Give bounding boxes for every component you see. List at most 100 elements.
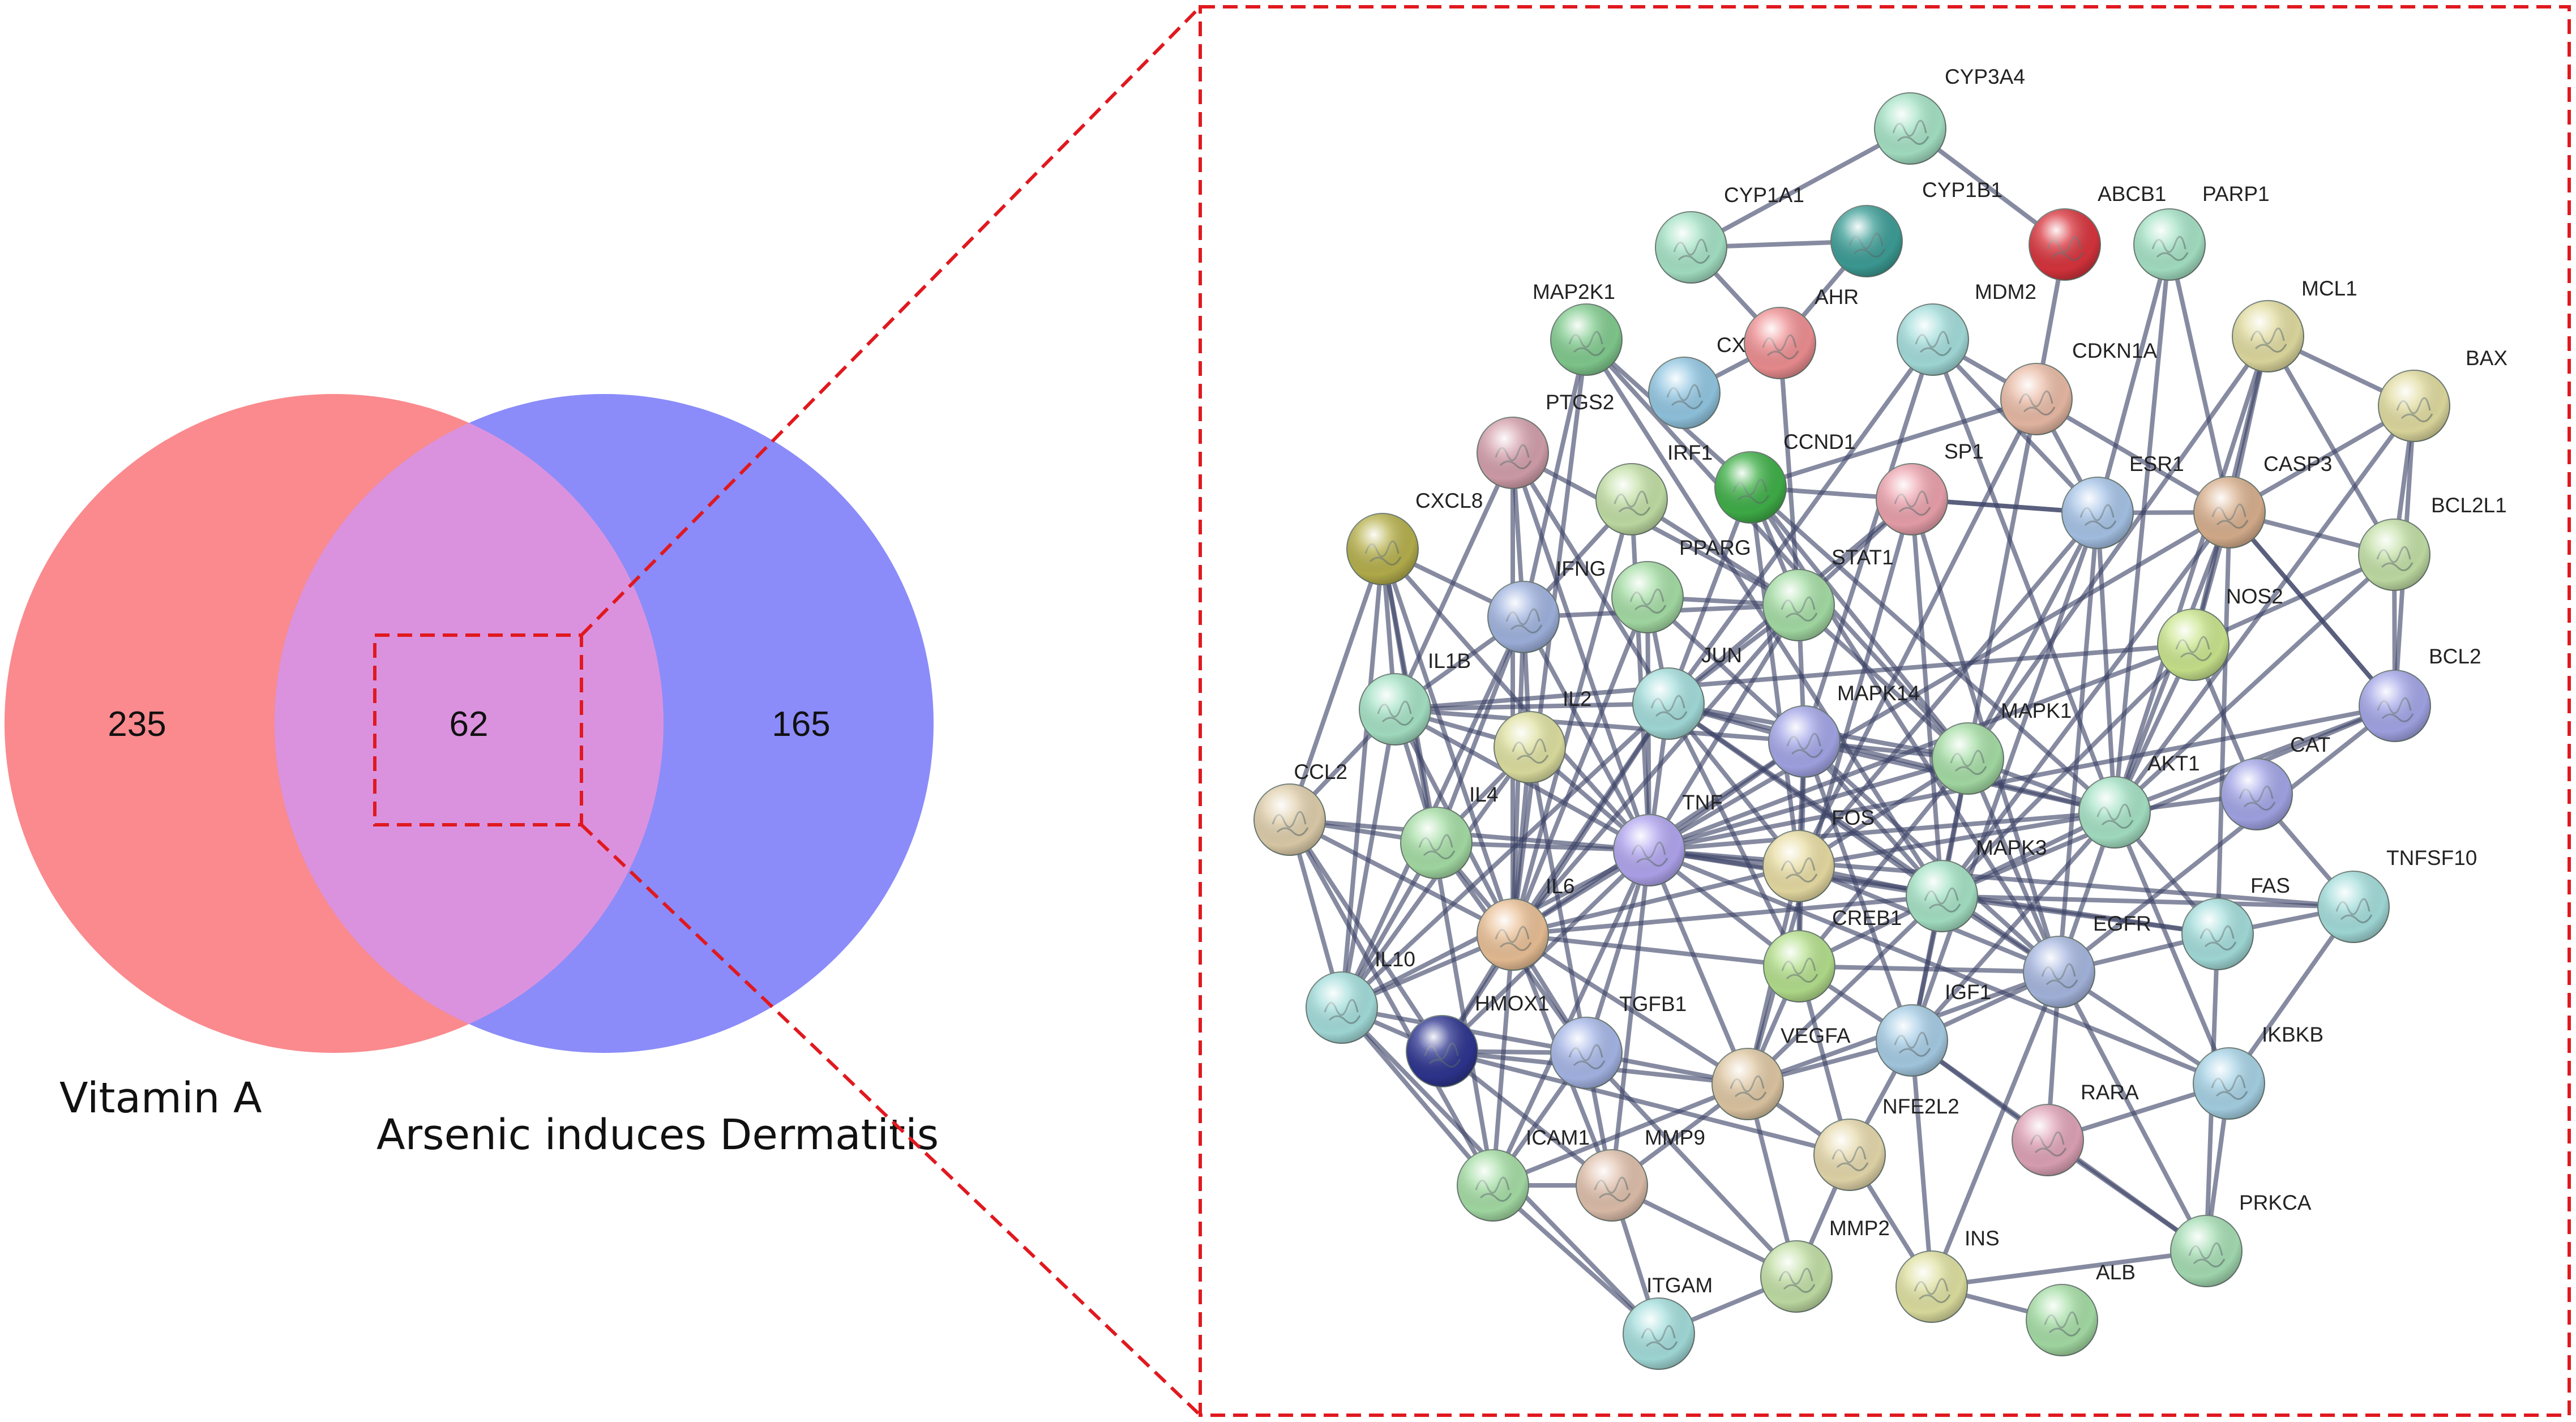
edge-il6-creb1 <box>1510 932 1802 969</box>
node-ifng[interactable]: IFNG <box>1487 557 1606 653</box>
node-il1b[interactable]: IL1B <box>1359 649 1471 746</box>
node-tnf[interactable]: TNF <box>1613 791 1723 886</box>
node-gloss <box>1764 931 1835 1002</box>
node-esr1[interactable]: ESR1 <box>2061 452 2184 549</box>
node-fas[interactable]: FAS <box>2181 874 2290 970</box>
edge-ccnd1-jun <box>1666 485 1753 706</box>
node-label: TNF <box>1682 791 1723 814</box>
node-stat1[interactable]: STAT1 <box>1762 546 1894 641</box>
node-creb1[interactable]: CREB1 <box>1763 906 1902 1003</box>
edge-ccnd1-akt1 <box>1748 485 2117 815</box>
edge-ccl2-hmox1 <box>1287 817 1444 1053</box>
node-il2[interactable]: IL2 <box>1494 687 1591 783</box>
node-casp3[interactable]: CASP3 <box>2193 452 2332 549</box>
node-label: ALB <box>2096 1261 2136 1284</box>
node-label: AHR <box>1815 285 1859 309</box>
node-ccl2[interactable]: CCL2 <box>1253 760 1347 856</box>
node-cx[interactable]: CX <box>1648 333 1745 429</box>
node-jun[interactable]: JUN <box>1632 644 1742 740</box>
node-gloss <box>1906 860 1978 932</box>
node-ikbkb[interactable]: IKBKB <box>2193 1023 2323 1120</box>
node-cat[interactable]: CAT <box>2220 733 2330 830</box>
edge-stat1-mapk1 <box>1796 603 1970 761</box>
zoom-connector-bottom <box>580 823 1202 1417</box>
node-nos2[interactable]: NOS2 <box>2157 585 2283 681</box>
node-cyp1b1[interactable]: CYP1B1 <box>1830 178 2002 277</box>
node-bcl2[interactable]: BCL2 <box>2359 645 2481 742</box>
node-cdkn1a[interactable]: CDKN1A <box>2000 339 2157 435</box>
node-ahr[interactable]: AHR <box>1744 285 1859 379</box>
node-cyp1a1[interactable]: CYP1A1 <box>1655 183 1804 284</box>
node-rara[interactable]: RARA <box>2012 1081 2139 1176</box>
node-label: CCL2 <box>1294 760 1347 783</box>
edge-mcl1-mapk1 <box>1966 334 2270 761</box>
node-gloss <box>1576 1150 1648 1221</box>
node-label: NFE2L2 <box>1882 1095 1959 1118</box>
node-irf1[interactable]: IRF1 <box>1595 441 1713 536</box>
edge-ccnd1-egfr <box>1748 485 2061 974</box>
node-label: VEGFA <box>1781 1024 1851 1047</box>
node-label: MDM2 <box>1975 280 2036 303</box>
node-mapk3[interactable]: MAPK3 <box>1906 836 2047 932</box>
node-bcl2l1[interactable]: BCL2L1 <box>2358 494 2507 591</box>
node-parp1[interactable]: PARP1 <box>2133 182 2270 281</box>
edge-ccl2-il6 <box>1287 817 1515 937</box>
node-mapk1[interactable]: MAPK1 <box>1932 699 2072 795</box>
edge-ifng-tnf <box>1521 615 1651 853</box>
node-il10[interactable]: IL10 <box>1306 948 1415 1044</box>
node-mmp9[interactable]: MMP9 <box>1576 1126 1705 1222</box>
node-ins[interactable]: INS <box>1895 1227 2000 1323</box>
node-tnfsf10[interactable]: TNFSF10 <box>2317 846 2477 943</box>
node-hmox1[interactable]: HMOX1 <box>1406 992 1550 1087</box>
node-egfr[interactable]: EGFR <box>2023 912 2151 1008</box>
node-ccnd1[interactable]: CCND1 <box>1714 430 1855 524</box>
node-il4[interactable]: IL4 <box>1400 783 1498 879</box>
node-gloss <box>2158 609 2229 680</box>
node-ptgs2[interactable]: PTGS2 <box>1477 391 1614 489</box>
node-tgfb1[interactable]: TGFB1 <box>1550 992 1687 1089</box>
node-label: CYP3A4 <box>1945 65 2025 88</box>
node-gloss <box>2378 370 2450 442</box>
node-label: SP1 <box>1944 440 1984 463</box>
node-sp1[interactable]: SP1 <box>1876 440 1984 536</box>
edge-parp1-casp3 <box>2167 242 2232 515</box>
node-mdm2[interactable]: MDM2 <box>1897 280 2036 376</box>
node-gloss <box>2012 1104 2083 1176</box>
node-mmp2[interactable]: MMP2 <box>1760 1217 1890 1313</box>
edge-creb1-egfr <box>1797 964 2061 974</box>
node-fos[interactable]: FOS <box>1762 806 1875 902</box>
edge-parp1-esr1 <box>2095 242 2172 515</box>
edge-tgfb1-mmp2 <box>1584 1051 1799 1279</box>
node-il6[interactable]: IL6 <box>1477 875 1574 971</box>
venn-label-arsenic-dermatitis: Arsenic induces Dermatitis <box>376 1111 939 1159</box>
node-label: HMOX1 <box>1475 992 1550 1015</box>
node-prkca[interactable]: PRKCA <box>2170 1191 2312 1287</box>
edge-cxcl8-il10 <box>1340 547 1385 1010</box>
node-label: IKBKB <box>2262 1023 2323 1046</box>
node-mapk14[interactable]: MAPK14 <box>1768 682 1920 778</box>
node-gloss <box>1406 1016 1478 1087</box>
venn-count-arsenic-dermatitis: 165 <box>772 705 830 744</box>
node-cxcl8[interactable]: CXCL8 <box>1346 489 1483 585</box>
node-alb[interactable]: ALB <box>2026 1261 2136 1356</box>
node-igf1[interactable]: IGF1 <box>1876 980 1991 1077</box>
edge-mcl1-akt1 <box>2112 334 2270 815</box>
node-bax[interactable]: BAX <box>2378 346 2507 442</box>
node-map2k1[interactable]: MAP2K1 <box>1533 280 1623 376</box>
node-label: IL4 <box>1469 783 1498 806</box>
edge-esr1-egfr <box>2057 511 2100 974</box>
node-pparg[interactable]: PPARG <box>1611 536 1751 633</box>
node-abcb1[interactable]: ABCB1 <box>2029 182 2166 281</box>
edge-tnf-mmp9 <box>1610 848 1651 1188</box>
node-cyp3a4[interactable]: CYP3A4 <box>1874 65 2025 165</box>
node-gloss <box>1649 357 1720 429</box>
edge-pparg-il6 <box>1510 595 1650 937</box>
node-icam1[interactable]: ICAM1 <box>1457 1126 1590 1222</box>
edge-bcl2-egfr <box>2057 704 2397 974</box>
node-akt1[interactable]: AKT1 <box>2078 752 2200 849</box>
node-itgam[interactable]: ITGAM <box>1623 1274 1713 1370</box>
node-vegfa[interactable]: VEGFA <box>1711 1024 1851 1120</box>
node-mcl1[interactable]: MCL1 <box>2232 277 2357 372</box>
node-nfe2l2[interactable]: NFE2L2 <box>1813 1095 1959 1191</box>
edge-cdkn1a-fos <box>1796 397 2039 868</box>
